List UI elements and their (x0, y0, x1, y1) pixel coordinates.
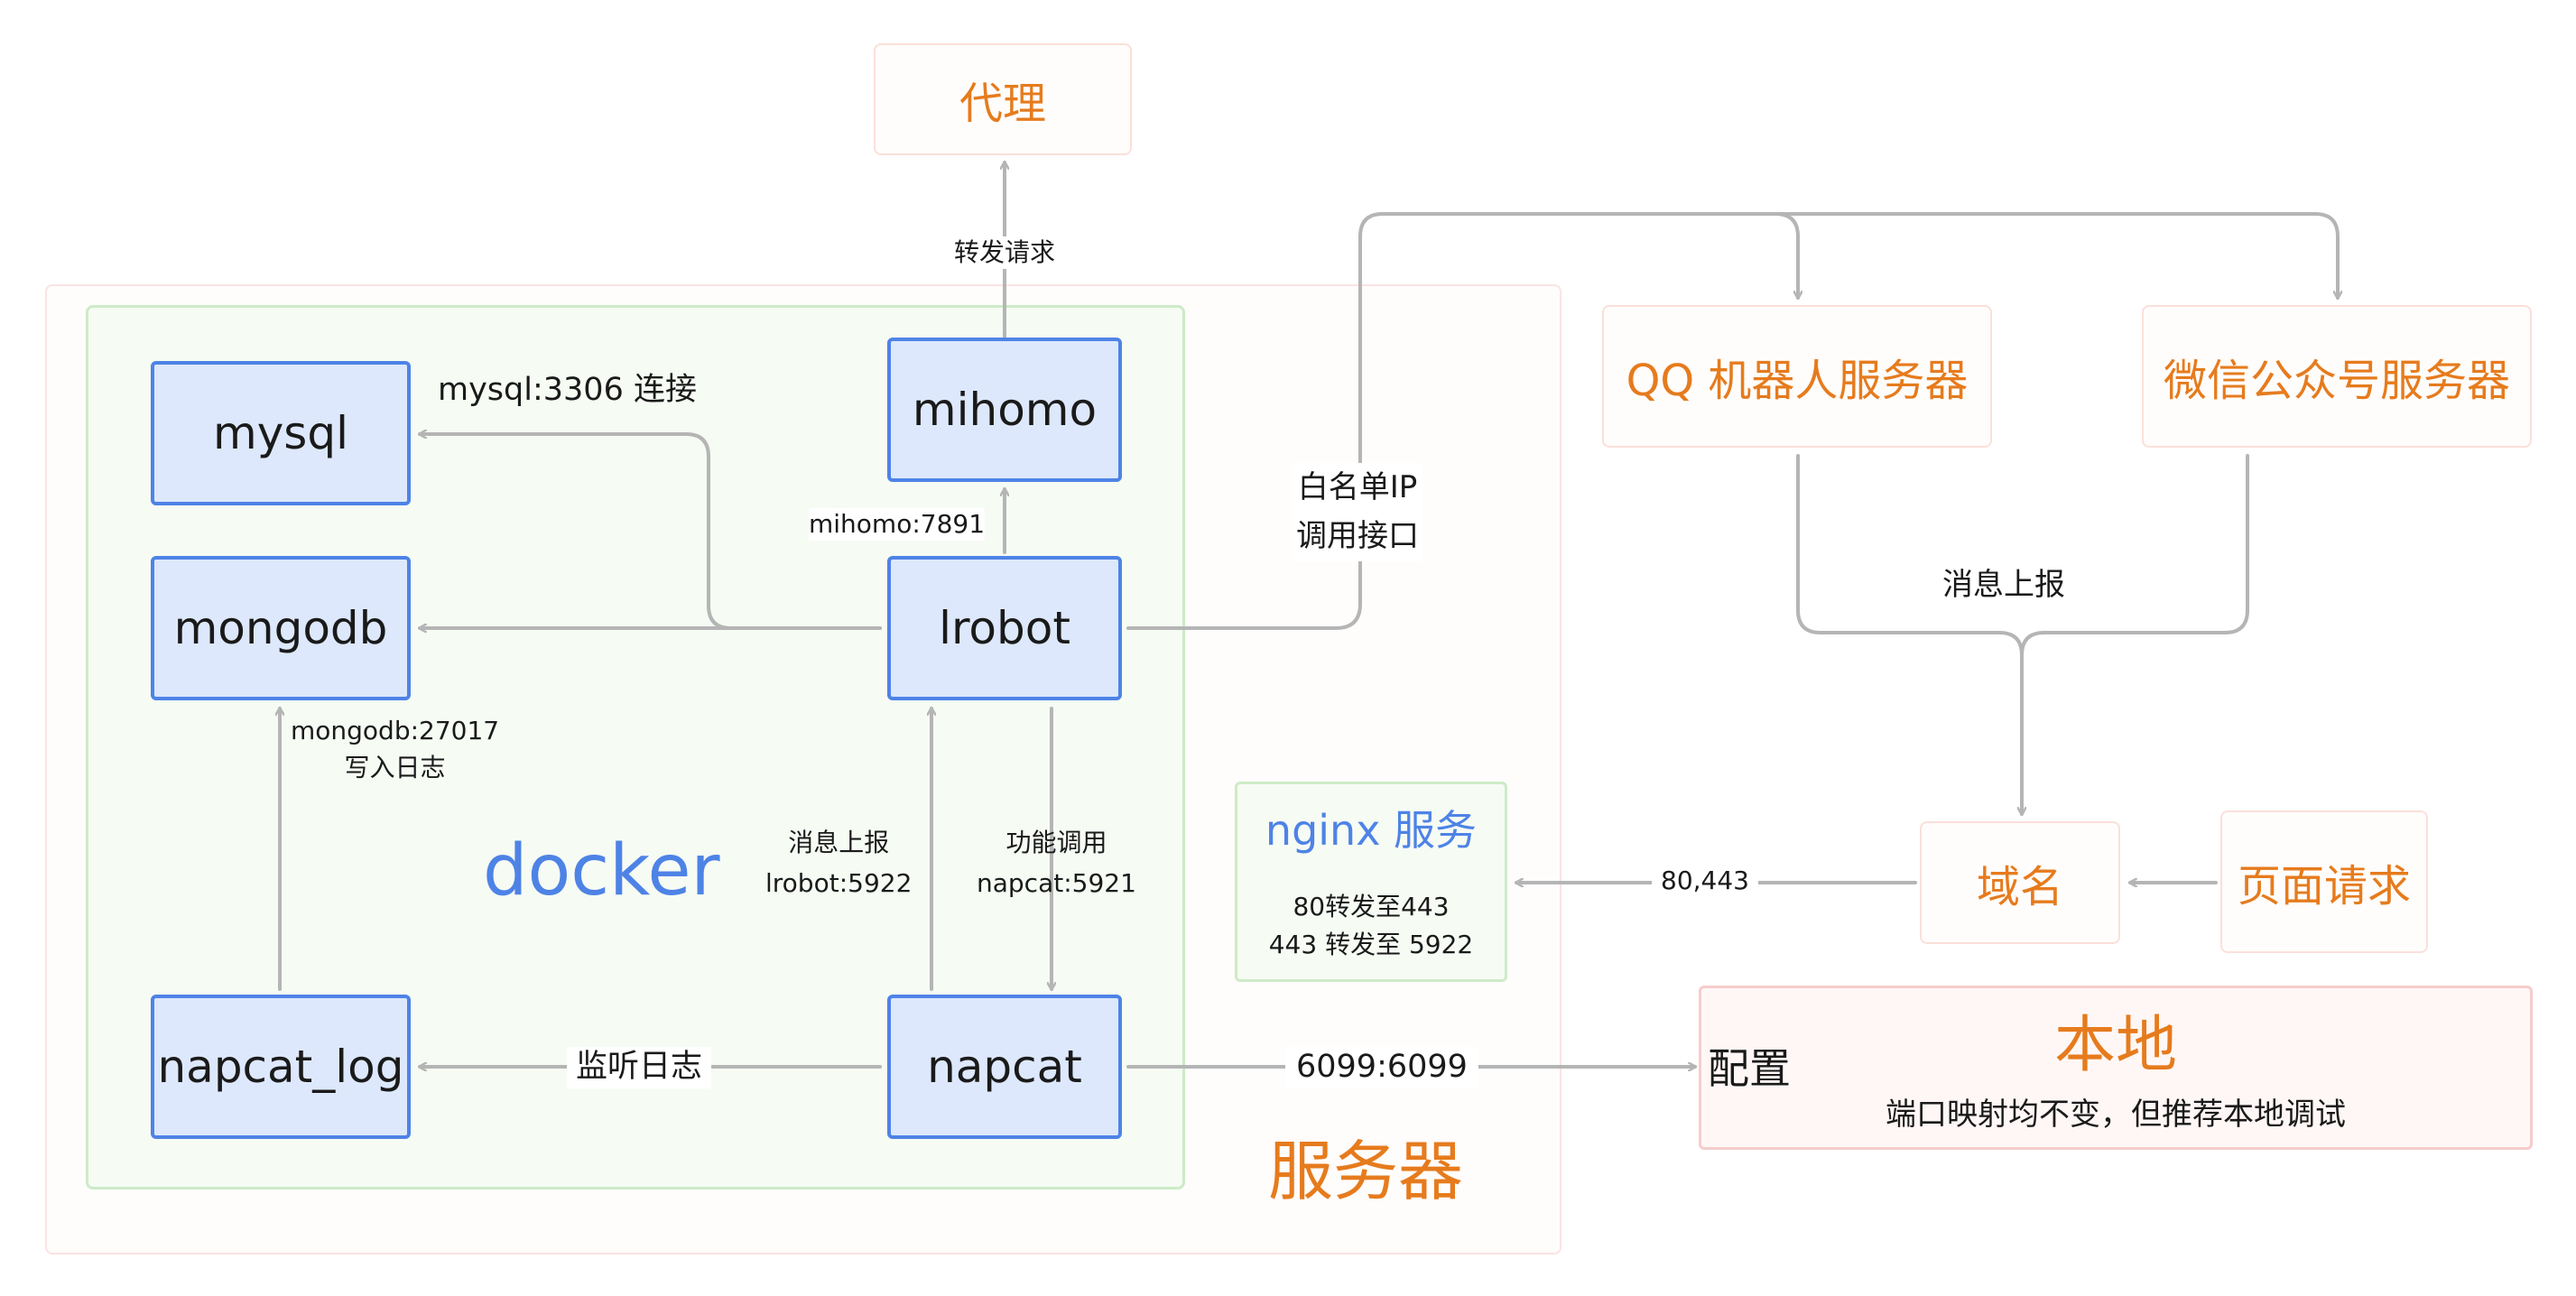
docker-region-title: docker (483, 830, 720, 912)
edge-to-qq-server (1774, 212, 1798, 300)
mihomo-node: mihomo (887, 338, 1122, 482)
port-map-label: 6099:6099 (1285, 1047, 1478, 1088)
wechat-server-node: 微信公众号服务器 (2142, 305, 2532, 448)
forward-request-label: 转发请求 (944, 236, 1065, 270)
mongodb-log-line-2: 写入日志 (344, 752, 446, 782)
mongodb-log-line-1: mongodb:27017 (291, 716, 500, 745)
report-label: 消息上报 lrobot:5922 (765, 823, 912, 904)
edge-qq-report (1796, 454, 2022, 816)
local-title: 本地 (2053, 1010, 2177, 1081)
proxy-node: 代理 (874, 43, 1132, 155)
napcat-log-node: napcat_log (151, 995, 411, 1139)
qq-server-node: QQ 机器人服务器 (1602, 305, 1992, 448)
https-ports-label: 80,443 (1652, 865, 1758, 898)
nginx-node: nginx 服务 80转发至443 443 转发至 5922 (1235, 782, 1507, 982)
call-line-1: 功能调用 (1005, 828, 1107, 857)
whitelist-label: 白名单IP 调用接口 (1293, 463, 1422, 561)
listen-log-label: 监听日志 (567, 1047, 712, 1088)
mysql-connect-label: mysql:3306 连接 (438, 372, 697, 408)
call-line-2: napcat:5921 (977, 867, 1136, 898)
message-report-label: 消息上报 (1942, 565, 2065, 606)
server-region-title: 服务器 (1268, 1134, 1464, 1209)
mihomo-port-label: mihomo:7891 (809, 508, 986, 542)
mongodb-log-label: mongodb:27017 写入日志 (291, 713, 499, 786)
report-line-1: 消息上报 (788, 828, 890, 857)
nginx-rule-1: 80转发至443 (1293, 892, 1450, 921)
call-label: 功能调用 napcat:5921 (977, 823, 1136, 904)
mongodb-node: mongodb (151, 556, 411, 700)
report-line-2: lrobot:5922 (765, 867, 913, 898)
edge-lrobot-to-bots (1126, 212, 2338, 630)
lrobot-node: lrobot (887, 556, 1122, 700)
local-node: 本地 端口映射均不变，但推荐本地调试 (1699, 986, 2533, 1150)
nginx-rule-2: 443 转发至 5922 (1268, 930, 1474, 959)
config-label: 配置 (1708, 1044, 1791, 1093)
local-subtitle: 端口映射均不变，但推荐本地调试 (1886, 1097, 2346, 1133)
page-request-node: 页面请求 (2220, 810, 2428, 953)
edge-wechat-report (2020, 454, 2249, 657)
mysql-node: mysql (151, 361, 411, 505)
whitelist-line-2: 调用接口 (1296, 518, 1419, 555)
whitelist-line-1: 白名单IP (1297, 469, 1418, 505)
napcat-node: napcat (887, 995, 1122, 1139)
nginx-title: nginx 服务 (1265, 806, 1478, 855)
domain-node: 域名 (1920, 821, 2120, 944)
